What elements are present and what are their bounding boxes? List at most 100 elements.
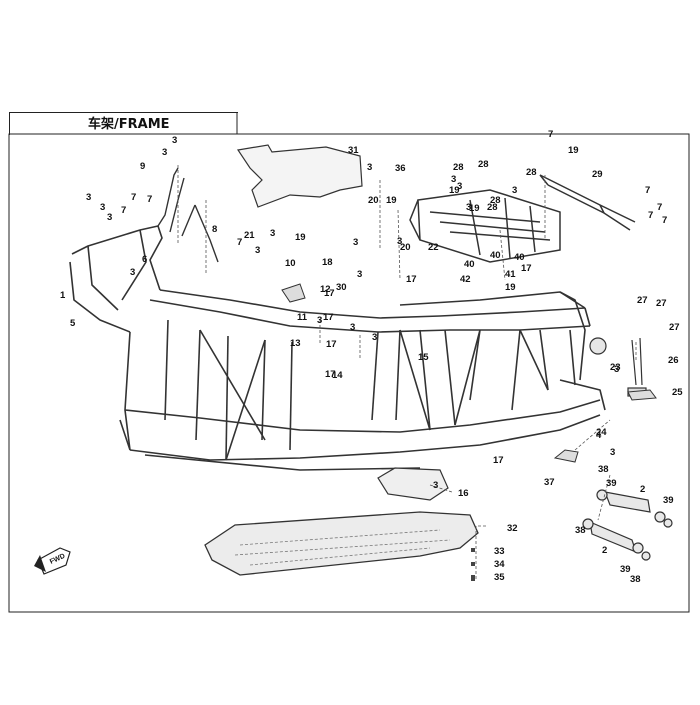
left-tube-posts (157, 167, 219, 263)
title-box (9, 112, 238, 135)
callout-17-51: 17 (521, 263, 532, 274)
callout-3-6: 3 (100, 202, 105, 213)
callout-10-39: 10 (285, 258, 296, 269)
callout-3-7: 3 (107, 212, 112, 223)
callout-12-41: 12 (320, 284, 331, 295)
diagram-title: 车架/FRAME (88, 117, 170, 132)
callout-7-30: 7 (121, 205, 126, 216)
callout-39-88: 39 (606, 478, 617, 489)
callout-19-57: 19 (469, 203, 480, 214)
callout-18-53: 18 (322, 257, 333, 268)
callout-42-95: 42 (460, 274, 471, 285)
callout-15-44: 15 (418, 352, 429, 363)
callout-23-64: 23 (610, 362, 621, 373)
callout-3-5: 3 (86, 192, 91, 203)
callout-7-29: 7 (147, 194, 152, 205)
callout-19-59: 19 (568, 145, 579, 156)
callout-41-94: 41 (505, 269, 516, 280)
callout-3-8: 3 (130, 267, 135, 278)
callout-40-93: 40 (514, 252, 525, 263)
rear-plate-25 (627, 389, 657, 401)
callout-3-21: 3 (610, 447, 615, 458)
callout-19-58: 19 (505, 282, 516, 293)
callout-38-87: 38 (630, 574, 641, 585)
callout-3-10: 3 (255, 245, 260, 256)
rear-post-26 (627, 337, 647, 397)
callout-38-85: 38 (598, 464, 609, 475)
callout-1-0: 1 (60, 290, 66, 301)
skid-plate-ribs (234, 529, 451, 566)
callout-40-92: 40 (490, 250, 501, 261)
leader-lines (177, 165, 637, 580)
callout-4-25: 4 (596, 430, 602, 441)
rear-bar-29 (539, 174, 636, 231)
callout-3-17: 3 (451, 174, 456, 185)
callout-9-38: 9 (140, 161, 145, 172)
lower-plate-16 (377, 467, 449, 501)
callout-8-37: 8 (212, 224, 217, 235)
callout-36-83: 36 (395, 163, 406, 174)
callout-3-18: 3 (457, 181, 462, 192)
callout-40-91: 40 (464, 259, 475, 270)
skid-plate-32 (204, 511, 479, 576)
callout-25-66: 25 (672, 387, 683, 398)
callout-14-43: 14 (332, 370, 343, 381)
arm-assembly (582, 489, 673, 561)
callout-38-86: 38 (575, 525, 586, 536)
callout-17-47: 17 (326, 339, 337, 350)
callout-3-3: 3 (172, 135, 177, 146)
callout-20-60: 20 (368, 195, 379, 206)
callout-19-55: 19 (386, 195, 397, 206)
callout-28-73: 28 (526, 167, 537, 178)
callout-11-40: 11 (297, 312, 308, 323)
callout-20-61: 20 (400, 242, 411, 253)
callout-7-31: 7 (237, 237, 242, 248)
callout-17-50: 17 (325, 369, 336, 380)
cargo-rack (409, 189, 561, 263)
callout-3-20: 3 (512, 185, 517, 196)
main-frame (69, 225, 606, 471)
top-plate-31 (236, 144, 363, 208)
callout-3-19: 3 (466, 202, 471, 213)
callout-7-34: 7 (657, 202, 662, 213)
callout-30-77: 30 (336, 282, 347, 293)
callout-19-54: 19 (295, 232, 306, 243)
callout-7-32: 7 (548, 129, 553, 140)
outer-border (8, 133, 690, 613)
callout-34-81: 34 (494, 559, 505, 570)
callout-29-76: 29 (592, 169, 603, 180)
callout-7-28: 7 (131, 192, 136, 203)
callout-17-52: 17 (324, 288, 335, 299)
bracket-37 (553, 449, 579, 463)
fwd-arrow-icon (34, 547, 71, 575)
callout-3-13: 3 (372, 332, 377, 343)
callout-28-75: 28 (487, 202, 498, 213)
callout-3-14: 3 (353, 237, 358, 248)
callout-17-46: 17 (323, 312, 334, 323)
bracket-12 (281, 283, 306, 303)
callout-17-49: 17 (493, 455, 504, 466)
callout-31-78: 31 (348, 145, 359, 156)
bolt-stack (471, 548, 475, 581)
callout-3-22: 3 (614, 364, 619, 375)
callout-39-89: 39 (663, 495, 674, 506)
callout-33-80: 33 (494, 546, 505, 557)
callout-2-2: 2 (602, 545, 607, 556)
callout-3-12: 3 (350, 322, 355, 333)
callout-3-11: 3 (317, 315, 322, 326)
callout-19-56: 19 (449, 185, 460, 196)
callout-3-9: 3 (270, 228, 275, 239)
callout-2-1: 2 (640, 484, 645, 495)
callout-3-4: 3 (162, 147, 167, 158)
callout-27-68: 27 (637, 295, 648, 306)
callout-5-26: 5 (70, 318, 76, 329)
callout-7-36: 7 (648, 210, 653, 221)
callout-24-65: 24 (596, 427, 607, 438)
callout-27-70: 27 (669, 322, 680, 333)
callout-17-48: 17 (406, 274, 417, 285)
callout-32-79: 32 (507, 523, 518, 534)
callout-39-90: 39 (620, 564, 631, 575)
